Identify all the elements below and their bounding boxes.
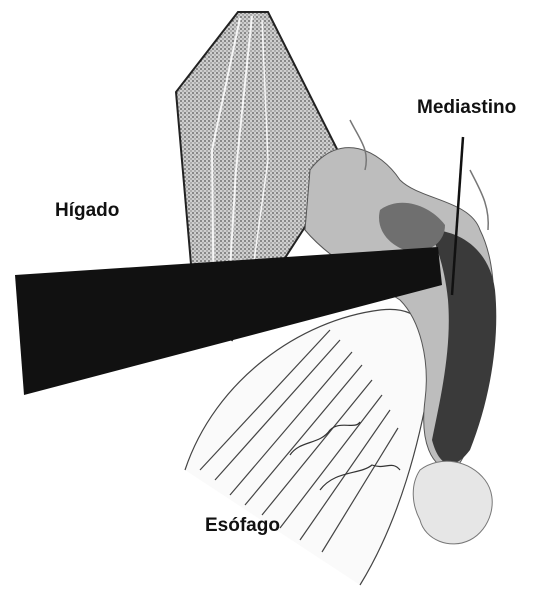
esophagus-region <box>185 309 433 585</box>
mediastino-label: Mediastino <box>417 97 516 119</box>
esofago-label: Esófago <box>205 515 280 537</box>
higado-label: Hígado <box>55 200 119 222</box>
